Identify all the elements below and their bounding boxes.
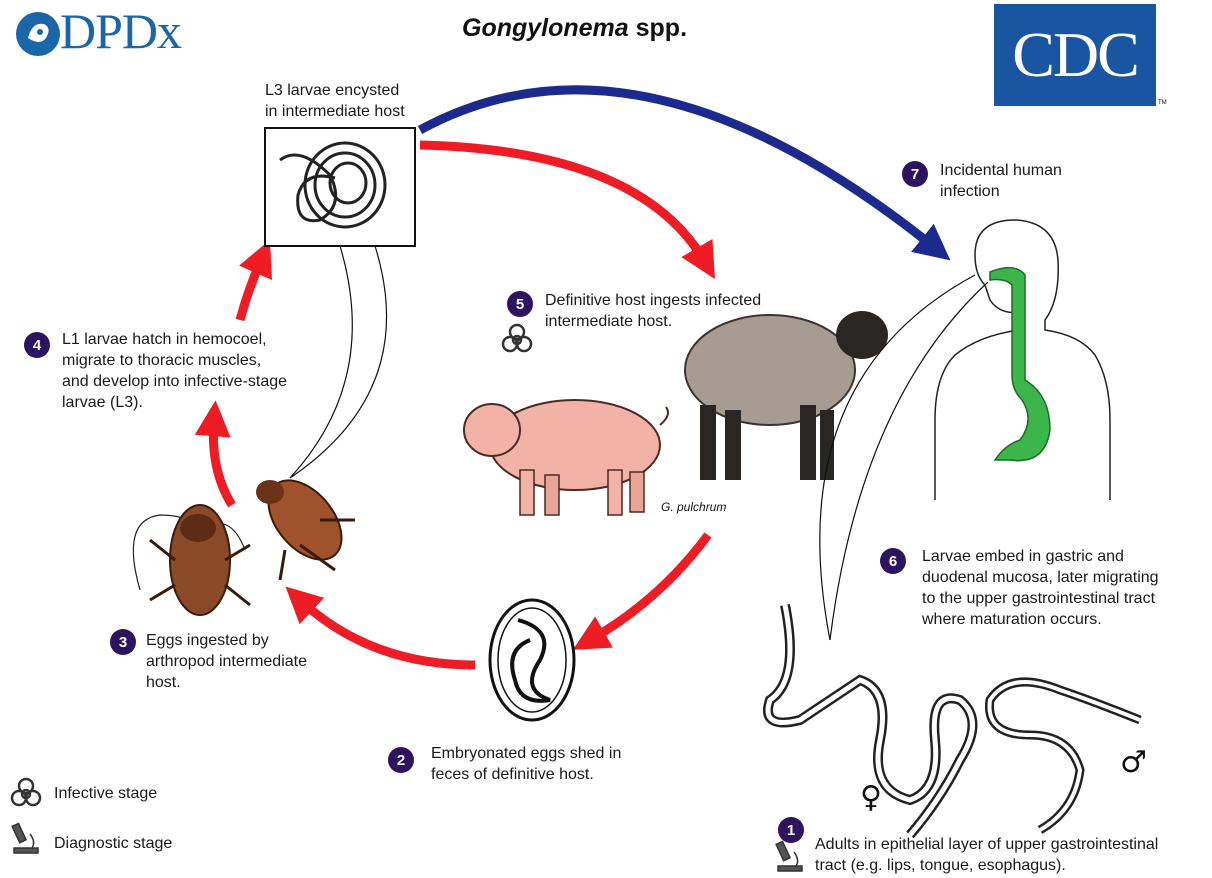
female-symbol: ♀ [860, 780, 882, 815]
l3-larva-box [265, 128, 415, 246]
beetle-icon [254, 467, 356, 580]
male-symbol: ♂ [1120, 745, 1147, 780]
step-5-text: Definitive host ingests infected interme… [545, 290, 761, 332]
arrow-to-host-box [240, 258, 262, 320]
step-6-text: Larvae embed in gastric and duodenal muc… [922, 546, 1159, 630]
arrow-to-definitive-host [420, 145, 705, 262]
step-2-text: Embryonated eggs shed in feces of defini… [431, 743, 621, 785]
connector-line-2 [290, 246, 387, 478]
pig-icon [464, 400, 668, 515]
arrow-to-egg [590, 535, 708, 640]
esophagus-icon [990, 268, 1050, 461]
arrow-to-arthropod [300, 600, 475, 665]
step-7-badge: 7 [902, 161, 928, 187]
step-4-text: L1 larvae hatch in hemocoel, migrate to … [62, 329, 287, 413]
cockroach-icon [150, 505, 250, 615]
sheep-icon [685, 311, 888, 480]
infective-stage-biohazard-icon [503, 325, 531, 351]
legend-biohazard-icon [12, 779, 40, 805]
step-6-badge: 6 [880, 548, 906, 574]
legend-infective-label: Infective stage [54, 783, 157, 804]
step-1-text: Adults in epithelial layer of upper gast… [815, 834, 1158, 876]
step-5-badge: 5 [507, 291, 533, 317]
connector-line-1 [290, 246, 352, 478]
step-3-badge: 3 [110, 629, 136, 655]
egg-icon [490, 600, 574, 720]
legend-microscope-icon [12, 823, 38, 853]
host-box-label: L3 larvae encysted in intermediate host [265, 80, 405, 122]
male-worm-inner [990, 682, 1141, 830]
step-4-badge: 4 [24, 332, 50, 358]
species-label: G. pulchrum [661, 500, 726, 514]
diagnostic-stage-microscope-icon [776, 841, 802, 871]
step-2-badge: 2 [388, 747, 414, 773]
step-7-text: Incidental human infection [940, 160, 1062, 202]
arrow-to-larvae-step4 [213, 420, 232, 505]
step-3-text: Eggs ingested by arthropod intermediate … [146, 630, 307, 693]
legend-diagnostic-label: Diagnostic stage [54, 833, 172, 854]
step-1-badge: 1 [778, 817, 804, 843]
